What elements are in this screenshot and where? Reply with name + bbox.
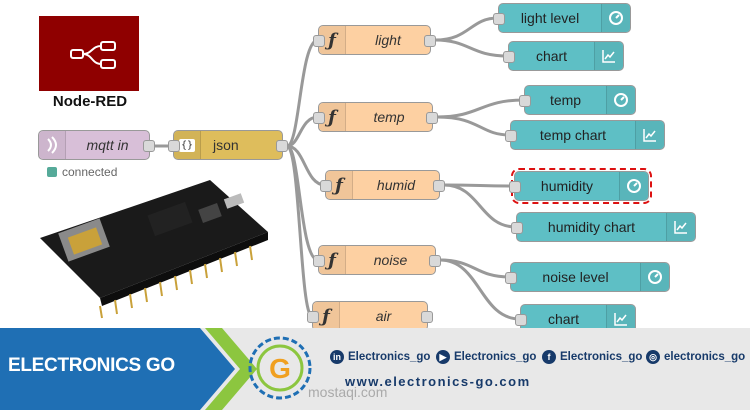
social-label: electronics_go — [664, 351, 746, 363]
social-facebook[interactable]: f Electronics_go — [542, 350, 642, 364]
function-label: air — [375, 308, 392, 324]
input-port[interactable] — [505, 272, 517, 284]
dashboard-label: chart — [535, 48, 568, 64]
output-port[interactable] — [143, 140, 155, 152]
dashboard-chart-humidity[interactable]: humidity chart — [511, 212, 696, 242]
dashboard-label: chart — [547, 311, 580, 327]
input-port[interactable] — [503, 51, 515, 63]
input-port[interactable] — [320, 180, 332, 192]
function-node-air[interactable]: ƒ air — [307, 301, 433, 331]
mqtt-in-label: mqtt in — [86, 137, 129, 153]
mqtt-in-node[interactable]: mqtt in — [38, 130, 155, 160]
nodemcu-board-image — [40, 180, 268, 319]
dashboard-label: humidity chart — [547, 219, 636, 235]
mqtt-status: connected — [47, 165, 117, 179]
social-youtube[interactable]: ▶ Electronics_go — [436, 350, 536, 364]
input-port[interactable] — [168, 140, 180, 152]
gauge-icon — [640, 263, 669, 291]
social-label: Electronics_go — [348, 351, 431, 363]
mqtt-status-text: connected — [62, 165, 118, 179]
dashboard-label: temp chart — [539, 127, 607, 143]
input-port[interactable] — [493, 13, 505, 25]
gauge-icon — [619, 172, 648, 200]
social-label: Electronics_go — [560, 351, 643, 363]
function-label: noise — [373, 252, 408, 268]
node-red-title: Node-RED — [52, 93, 128, 110]
input-port[interactable] — [515, 314, 527, 326]
function-node-noise[interactable]: ƒ noise — [313, 245, 441, 275]
function-label: humid — [376, 177, 416, 193]
dashboard-label: noise level — [542, 269, 609, 285]
dashboard-label: humidity — [540, 178, 594, 194]
output-port[interactable] — [421, 311, 433, 323]
input-port[interactable] — [519, 95, 531, 107]
input-port[interactable] — [313, 35, 325, 47]
dashboard-label: temp — [549, 92, 582, 108]
social-linkedin[interactable]: in Electronics_go — [330, 350, 430, 364]
instagram-icon: ◎ — [646, 350, 660, 364]
input-port[interactable] — [511, 222, 523, 234]
dashboard-gauge-temp[interactable]: temp — [519, 85, 636, 115]
social-label: Electronics_go — [454, 351, 537, 363]
brand-name: ELECTRONICS GO — [8, 355, 175, 376]
output-port[interactable] — [429, 255, 441, 267]
chart-icon — [635, 121, 664, 149]
chart-icon — [666, 213, 695, 241]
brand-chevron-shape — [0, 328, 257, 410]
dashboard-label: light level — [520, 10, 580, 26]
json-label: json — [213, 137, 239, 153]
mqtt-wave-icon — [39, 131, 66, 159]
output-port[interactable] — [276, 140, 288, 152]
website-link[interactable]: www.electronics-go.com — [345, 374, 531, 389]
node-red-logo — [39, 16, 139, 91]
chart-icon — [594, 42, 623, 70]
dashboard-chart-temp[interactable]: temp chart — [505, 120, 665, 150]
facebook-icon: f — [542, 350, 556, 364]
function-label: light — [375, 32, 401, 48]
input-port[interactable] — [505, 130, 517, 142]
youtube-icon: ▶ — [436, 350, 450, 364]
function-node-temp[interactable]: ƒ temp — [313, 102, 438, 132]
input-port[interactable] — [307, 311, 319, 323]
dashboard-gauge-light-level[interactable]: light level — [493, 3, 631, 33]
status-dot-icon — [47, 167, 57, 177]
function-label: temp — [373, 109, 405, 125]
output-port[interactable] — [433, 180, 445, 192]
input-port[interactable] — [509, 181, 521, 193]
function-node-light[interactable]: ƒ light — [313, 25, 436, 55]
dashboard-gauge-humidity[interactable]: humidity — [509, 168, 652, 204]
dashboard-chart-light[interactable]: chart — [503, 41, 624, 71]
output-port[interactable] — [426, 112, 438, 124]
gauge-icon — [601, 4, 630, 32]
watermark: mostaqi.com — [308, 384, 388, 400]
social-instagram[interactable]: ◎ electronics_go — [646, 350, 745, 364]
linkedin-icon: in — [330, 350, 344, 364]
output-port[interactable] — [424, 35, 436, 47]
gauge-icon — [606, 86, 635, 114]
electronics-go-logo: G — [248, 336, 312, 400]
json-node[interactable]: {} json — [168, 130, 288, 160]
function-node-humid[interactable]: ƒ humid — [320, 170, 445, 200]
input-port[interactable] — [313, 112, 325, 124]
logo-letter: G — [269, 353, 291, 384]
dashboard-gauge-noise-level[interactable]: noise level — [505, 262, 670, 292]
input-port[interactable] — [313, 255, 325, 267]
